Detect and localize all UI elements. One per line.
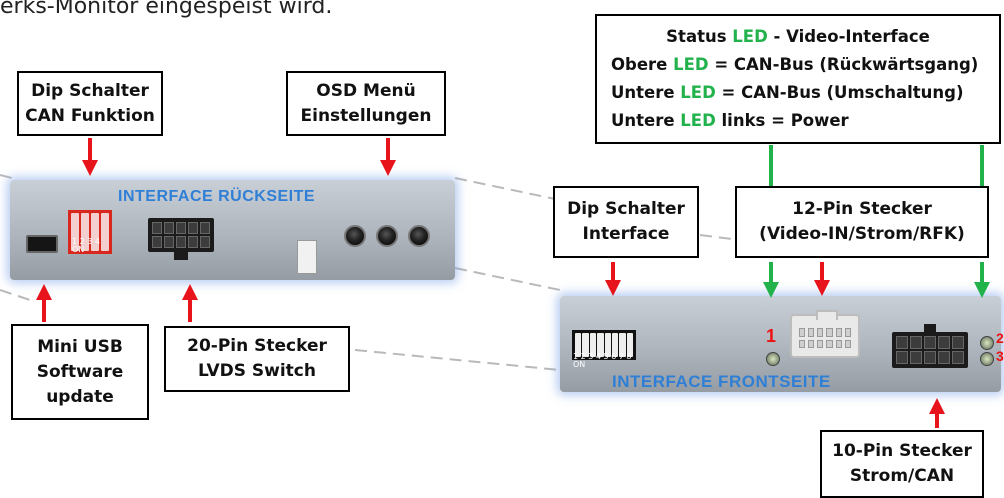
label-line: update <box>46 386 114 407</box>
label-line: Strom/CAN <box>849 466 955 486</box>
led-number-3: 3 <box>996 348 1004 364</box>
label-sticker <box>297 240 317 274</box>
label-osd-menu: OSD Menü Einstellungen <box>286 71 446 136</box>
back-dip-numbers: 1 2 3 4 <box>72 237 100 246</box>
label-line: 12-Pin Stecker <box>792 199 932 219</box>
osd-button-2 <box>376 225 398 247</box>
front-dip-numbers: 1 2 3 4 5 6 7 8 <box>573 352 632 361</box>
interface-front-panel: INTERFACE FRONTSEITE 1 2 3 4 5 6 7 8 ON … <box>560 296 1004 392</box>
can-led-lower <box>980 352 994 366</box>
front-dip-on: ON <box>573 360 586 369</box>
interface-back-panel: INTERFACE RÜCKSEITE 1 2 3 4 ON <box>10 180 455 280</box>
back-dip-on: ON <box>72 245 85 254</box>
led-word: LED <box>732 27 768 46</box>
label-line: Dip Schalter <box>567 199 685 219</box>
connector-20-pin <box>148 218 214 252</box>
label-dip-schalter-can: Dip Schalter CAN Funktion <box>17 71 163 136</box>
mini-usb-port <box>26 235 58 253</box>
label-line: 20-Pin Stecker <box>187 336 327 356</box>
connector-10-pin <box>892 332 968 368</box>
label-20-pin-stecker: 20-Pin Stecker LVDS Switch <box>164 326 350 392</box>
led-word: LED <box>673 55 709 74</box>
label-line: Mini USB <box>37 336 123 357</box>
status-line-4: Untere LED links = Power <box>611 111 849 130</box>
status-line-2: Obere LED = CAN-Bus (Rückwärtsgang) <box>611 55 979 74</box>
label-status-led: Status LED - Video-Interface Obere LED =… <box>595 14 1001 144</box>
label-line: Interface <box>582 224 670 244</box>
connector-12-pin <box>790 310 860 358</box>
label-line: Software <box>36 361 124 382</box>
intro-text: erks-Monitor eingespeist wird. <box>0 0 333 19</box>
label-line: (Video-IN/Strom/RFK) <box>759 224 965 244</box>
led-number-2: 2 <box>996 330 1004 346</box>
osd-button-1 <box>344 225 366 247</box>
osd-button-3 <box>408 225 430 247</box>
front-dip-switch <box>572 330 636 360</box>
back-panel-title: INTERFACE RÜCKSEITE <box>118 188 316 205</box>
power-led <box>766 352 780 366</box>
label-line: CAN Funktion <box>25 105 155 126</box>
label-dip-schalter-interface: Dip Schalter Interface <box>553 186 699 258</box>
back-dip-switch <box>68 210 112 254</box>
label-line: 10-Pin Stecker <box>832 441 972 461</box>
label-line: OSD Menü <box>316 80 416 101</box>
front-panel-title: INTERFACE FRONTSEITE <box>612 372 831 391</box>
led-word: LED <box>680 111 716 130</box>
label-line: LVDS Switch <box>197 361 316 381</box>
label-line: Einstellungen <box>300 105 432 126</box>
connector-12-pin-pins <box>799 328 851 348</box>
led-word: LED <box>680 83 716 102</box>
label-mini-usb: Mini USB Software update <box>11 324 149 420</box>
status-line-1: Status LED - Video-Interface <box>666 27 930 46</box>
label-10-pin-stecker: 10-Pin Stecker Strom/CAN <box>820 430 984 498</box>
connector-12-pin-latch <box>816 310 838 320</box>
can-led-upper <box>980 336 994 350</box>
status-line-3: Untere LED = CAN-Bus (Umschaltung) <box>611 83 964 102</box>
led-number-1: 1 <box>766 326 777 346</box>
connector-10-pin-latch <box>924 324 936 332</box>
label-12-pin-stecker: 12-Pin Stecker (Video-IN/Strom/RFK) <box>735 186 989 258</box>
connector-20-pin-latch <box>174 252 188 260</box>
label-line: Dip Schalter <box>31 80 149 101</box>
